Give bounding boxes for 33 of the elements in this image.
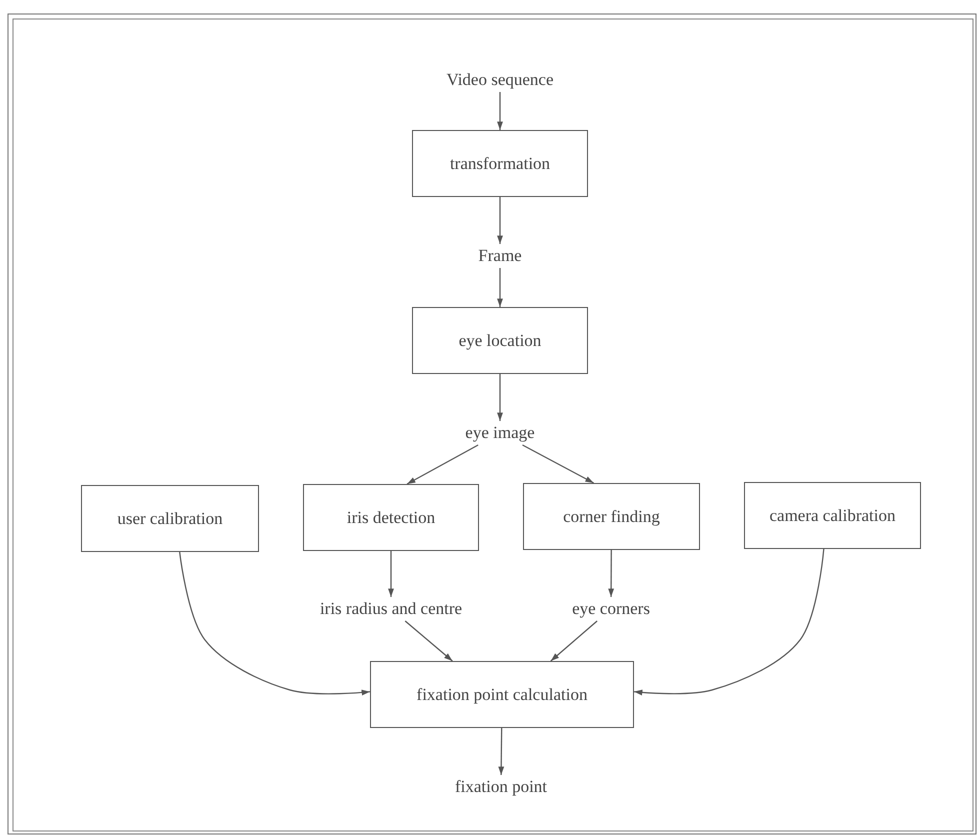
data-label: iris radius and centre (320, 599, 462, 619)
process-box (370, 661, 634, 728)
process-label: corner finding (563, 506, 660, 526)
arrow (497, 92, 503, 130)
process-box (523, 483, 700, 550)
arrow (608, 550, 614, 597)
arrow (497, 197, 503, 244)
arrow (497, 374, 503, 421)
arrow (406, 444, 478, 485)
data-label: Frame (478, 246, 522, 266)
arrow (497, 268, 503, 307)
process-box (744, 482, 921, 549)
process-label: transformation (450, 154, 550, 174)
arrow (404, 620, 453, 662)
arrow (522, 444, 594, 484)
process-box (412, 130, 588, 197)
data-label: Video sequence (446, 70, 554, 90)
arrow (388, 551, 394, 597)
process-label: fixation point calculation (416, 684, 588, 704)
arrow (179, 552, 370, 696)
arrow (498, 728, 504, 775)
process-box (412, 307, 588, 374)
arrow (550, 620, 598, 662)
data-label: fixation point (454, 777, 548, 797)
process-label: eye location (458, 330, 542, 350)
process-box (81, 485, 259, 552)
arrow (634, 548, 824, 696)
process-label: iris detection (346, 508, 436, 528)
process-box (303, 484, 479, 551)
process-label: camera calibration (769, 506, 896, 526)
data-label: eye corners (572, 599, 650, 619)
process-label: user calibration (117, 508, 223, 528)
data-label: eye image (465, 423, 535, 443)
